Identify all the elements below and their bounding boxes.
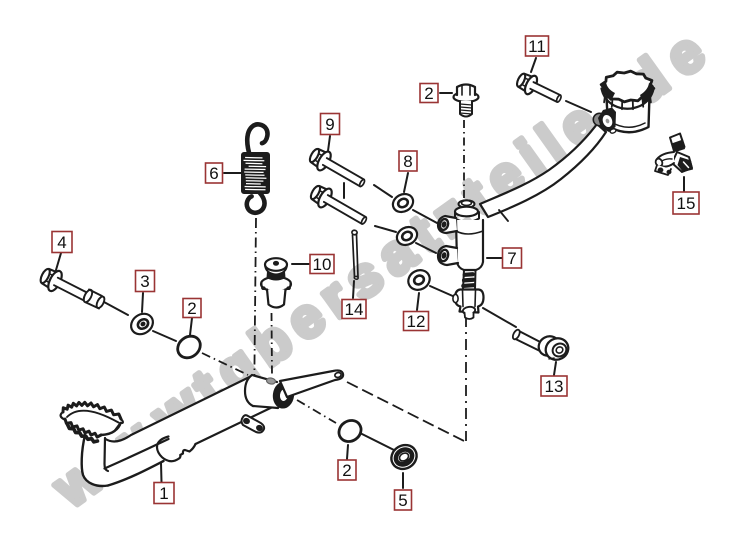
svg-text:3: 3 [140,272,149,291]
svg-text:11: 11 [528,37,546,56]
svg-text:2: 2 [187,299,196,318]
svg-text:15: 15 [677,194,696,213]
svg-text:2: 2 [424,84,433,103]
svg-text:8: 8 [403,152,412,171]
svg-text:13: 13 [545,377,564,396]
svg-text:7: 7 [507,249,516,268]
svg-text:1: 1 [159,484,168,503]
svg-text:6: 6 [209,164,218,183]
svg-text:12: 12 [407,312,426,331]
svg-text:9: 9 [325,115,334,134]
svg-text:5: 5 [398,491,407,510]
svg-text:2: 2 [342,461,351,480]
svg-text:14: 14 [345,300,364,319]
svg-text:10: 10 [313,255,332,274]
svg-text:4: 4 [57,233,66,252]
